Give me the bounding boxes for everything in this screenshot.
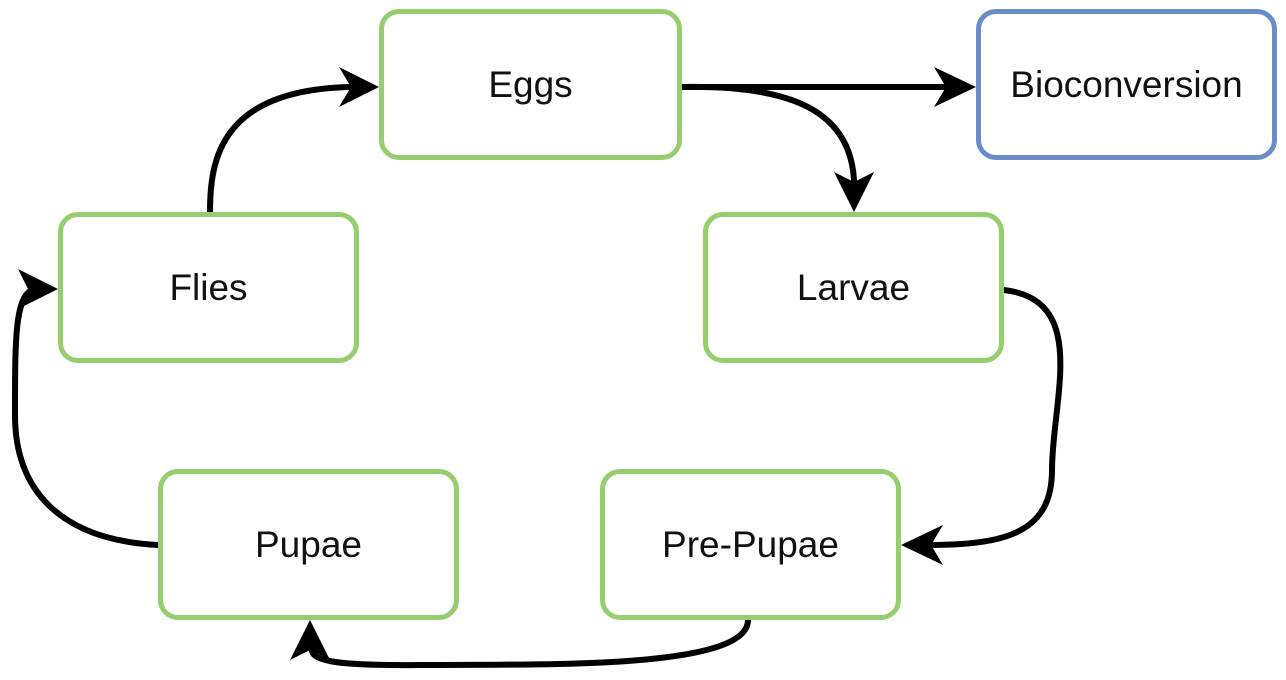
node-eggs: Eggs: [379, 9, 682, 160]
node-prepupae: Pre-Pupae: [600, 469, 901, 620]
node-prepupae-label: Pre-Pupae: [662, 524, 839, 565]
arrowhead-flies: [18, 269, 58, 309]
edge-pupae-to-flies: [11, 287, 161, 548]
edge-prepupae-to-pupae: [308, 617, 751, 669]
arrowhead-prepupae: [901, 525, 943, 565]
node-eggs-label: Eggs: [488, 64, 573, 105]
edge-eggs-to-larvae: [679, 83, 857, 183]
arrowhead-larvae: [834, 172, 874, 212]
arrowhead-eggs: [339, 67, 379, 107]
arrowhead-pupae: [290, 620, 330, 660]
node-pupae: Pupae: [158, 469, 459, 620]
edge-larvae-to-prepupae: [927, 287, 1064, 548]
arrowhead-bioconversion: [934, 67, 976, 107]
node-bioconversion: Bioconversion: [976, 9, 1277, 160]
edge-flies-to-eggs: [207, 84, 353, 215]
node-larvae: Larvae: [703, 212, 1004, 363]
node-bioconversion-label: Bioconversion: [1010, 64, 1243, 105]
node-flies-label: Flies: [169, 267, 248, 308]
node-pupae-label: Pupae: [255, 524, 362, 565]
node-flies: Flies: [58, 212, 359, 363]
node-larvae-label: Larvae: [796, 267, 911, 308]
